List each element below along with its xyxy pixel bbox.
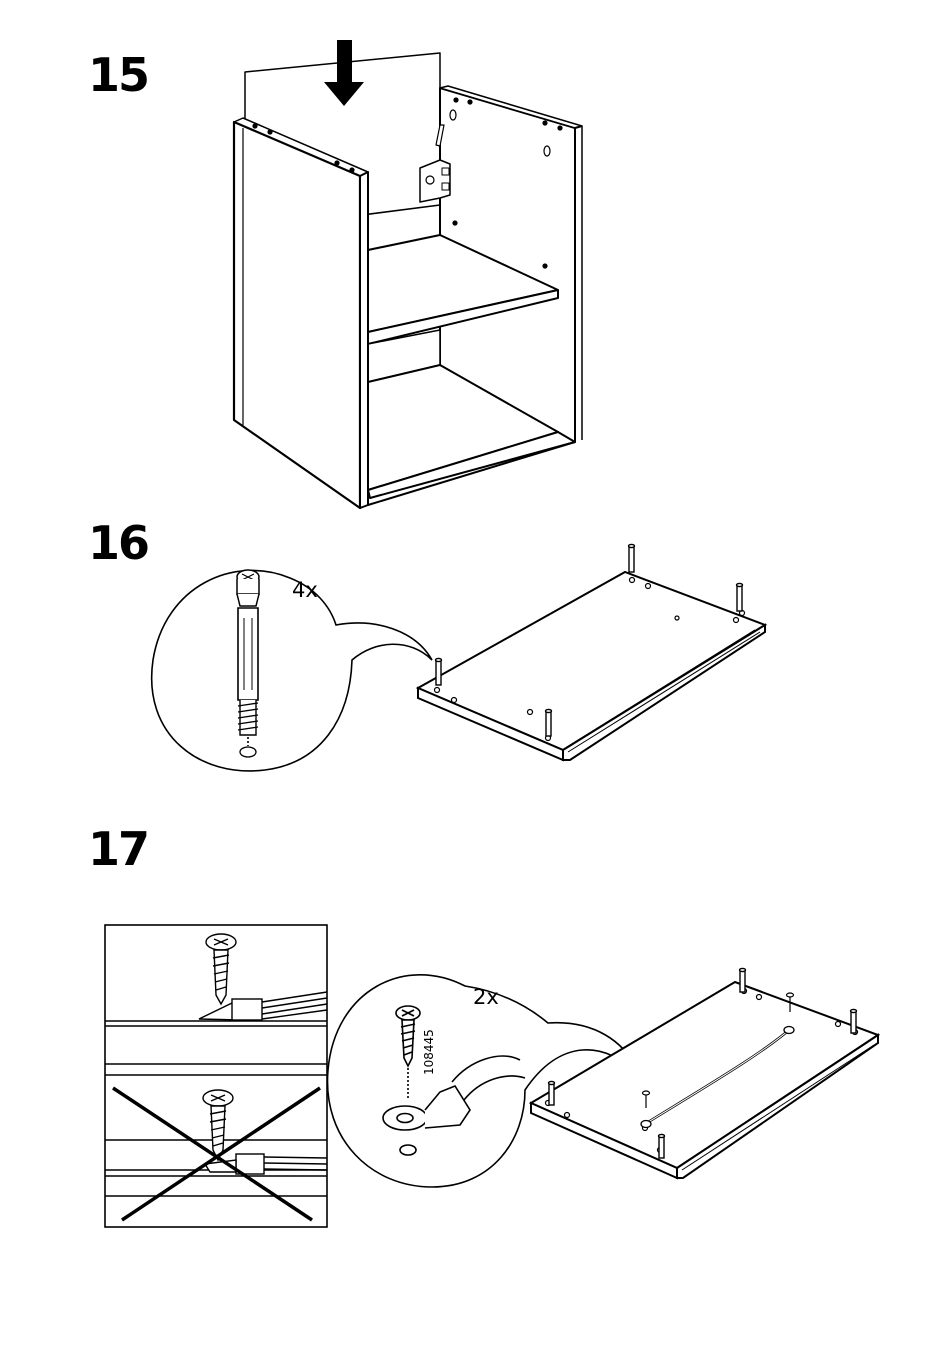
step17-part-number: 108445 — [422, 1029, 436, 1075]
step17-correct-detail — [105, 925, 327, 1227]
step17-panel-illustration — [531, 968, 878, 1178]
step16-detail-callout: 4x — [152, 570, 432, 771]
step16-quantity-label: 4x — [292, 578, 318, 602]
step16-panel-illustration — [418, 544, 765, 760]
step15-cabinet-illustration — [234, 40, 582, 508]
step17-quantity-label: 2x — [473, 985, 499, 1009]
